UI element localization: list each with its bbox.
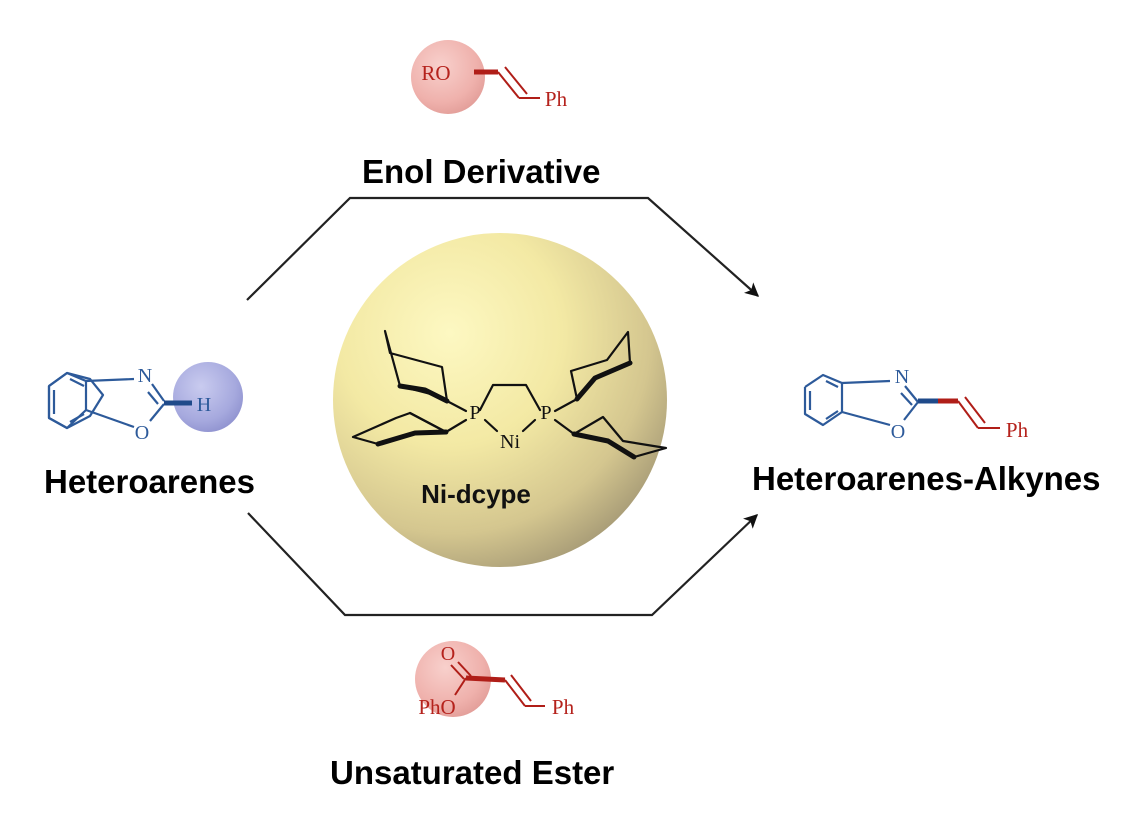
- catalyst-label: Ni-dcype: [421, 479, 531, 509]
- nickel-label: Ni: [500, 431, 520, 453]
- ni-dcype-structure: [351, 329, 668, 460]
- ester-ph-label: Ph: [552, 695, 575, 719]
- heteroarene-h-label: H: [197, 394, 211, 416]
- bottom-reagent-label: Unsaturated Ester: [330, 754, 615, 791]
- heteroarene-structure: [47, 362, 243, 432]
- ester-carbonyl-o-label: O: [441, 643, 455, 665]
- product-ph-label: Ph: [1006, 418, 1029, 442]
- catalyst-sphere: [333, 233, 667, 567]
- enol-ph-label: Ph: [545, 87, 568, 111]
- enol-derivative-structure: [411, 40, 540, 114]
- product-structure: [803, 373, 1000, 429]
- phosphorus-left-label: P: [469, 402, 480, 424]
- product-n-label: N: [895, 366, 909, 388]
- bottom-arrow: [247, 512, 759, 617]
- right-product-label: Heteroarenes-Alkynes: [752, 460, 1101, 497]
- left-reactant-label: Heteroarenes: [44, 463, 255, 500]
- heteroarene-n-label: N: [138, 365, 152, 387]
- heteroarene-o-label: O: [135, 422, 149, 444]
- ester-pho-label: PhO: [418, 695, 455, 719]
- enol-ro-label: RO: [421, 61, 450, 85]
- top-arrow: [246, 196, 760, 301]
- phosphorus-right-label: P: [540, 402, 551, 424]
- unsaturated-ester-structure: [415, 641, 545, 717]
- top-reagent-label: Enol Derivative: [362, 153, 601, 190]
- product-o-label: O: [891, 421, 905, 443]
